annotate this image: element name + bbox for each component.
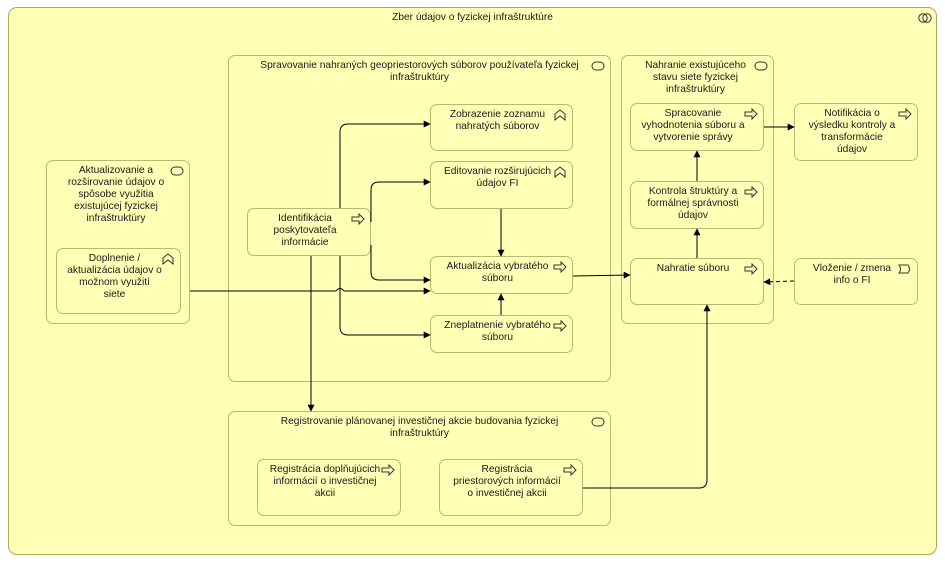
process-icon [563, 464, 577, 476]
process-icon [744, 186, 758, 198]
node-editovanie[interactable]: Editovanie rozširujúcich údajov FI [430, 161, 573, 209]
node-doplnenie[interactable]: Doplnenie / aktualizácia údajov o možnom… [56, 248, 181, 314]
node-vlozenie[interactable]: Vloženie / zmena info o FI [794, 258, 918, 305]
service-icon [591, 61, 605, 71]
node-notifikacia[interactable]: Notifikácia o výsledku kontroly a transf… [794, 103, 918, 161]
node-zneplatnenie-label: Zneplatnenie vybratého súboru [444, 320, 551, 343]
node-aktualizacia-label: Aktualizácia vybratého súboru [446, 261, 549, 284]
node-reg-doplnujucich-label: Registrácia doplňujúcich informácií o in… [269, 464, 381, 499]
service-icon [754, 61, 768, 71]
node-zneplatnenie[interactable]: Zneplatnenie vybratého súboru [430, 315, 573, 353]
process-icon [553, 320, 567, 332]
node-identifikacia-label: Identifikácia poskytovateľa informácie [273, 213, 337, 248]
node-spracovanie-label: Spracovanie vyhodnotenia súboru a vytvor… [641, 108, 745, 143]
node-zobrazenie[interactable]: Zobrazenie zoznamu nahratých súborov [430, 104, 573, 151]
process-icon [898, 108, 912, 120]
node-nahratie-label: Nahratie súboru [656, 263, 730, 274]
node-aktualizacia[interactable]: Aktualizácia vybratého súboru [430, 256, 573, 294]
node-nahratie[interactable]: Nahratie súboru [630, 258, 764, 305]
node-vlozenie-label: Vloženie / zmena info o FI [812, 263, 892, 286]
group-register-plan-label: Registrovanie plánovanej investičnej akc… [280, 416, 559, 439]
service-icon [591, 417, 605, 427]
node-spracovanie[interactable]: Spracovanie vyhodnotenia súboru a vytvor… [630, 103, 764, 151]
node-reg-priestorovych[interactable]: Registrácia priestorových informácií o i… [439, 459, 583, 516]
process-icon [351, 213, 365, 225]
group-manage-files-label: Spravovanie nahraných geopriestorových s… [260, 60, 579, 83]
process-icon [381, 464, 395, 476]
event-icon [898, 264, 910, 274]
diagram-title: Zber údajov o fyzickej infraštruktúre [392, 12, 553, 23]
function-icon [554, 166, 566, 178]
node-editovanie-label: Editovanie rozširujúcich údajov FI [443, 166, 552, 189]
node-kontrola-label: Kontrola štruktúry a formálnej správnost… [647, 186, 739, 221]
node-reg-priestorovych-label: Registrácia priestorových informácií o i… [453, 464, 561, 499]
node-zobrazenie-label: Zobrazenie zoznamu nahratých súborov [449, 109, 546, 132]
node-kontrola[interactable]: Kontrola štruktúry a formálnej správnost… [630, 181, 764, 229]
node-doplnenie-label: Doplnenie / aktualizácia údajov o možnom… [67, 253, 162, 300]
application-collaboration-icon [918, 13, 932, 23]
node-reg-doplnujucich[interactable]: Registrácia doplňujúcich informácií o in… [257, 459, 401, 516]
group-upload-state-label: Nahranie existujúceho stavu siete fyzick… [645, 60, 746, 95]
node-notifikacia-label: Notifikácia o výsledku kontroly a transf… [808, 108, 896, 155]
service-icon [170, 166, 184, 176]
function-icon [162, 253, 174, 265]
process-icon [744, 263, 758, 275]
function-icon [554, 109, 566, 121]
process-icon [553, 261, 567, 273]
process-icon [744, 108, 758, 120]
group-left-service-label: Aktualizovanie a rozširovanie údajov o s… [67, 165, 165, 224]
node-identifikacia[interactable]: Identifikácia poskytovateľa informácie [247, 208, 371, 256]
